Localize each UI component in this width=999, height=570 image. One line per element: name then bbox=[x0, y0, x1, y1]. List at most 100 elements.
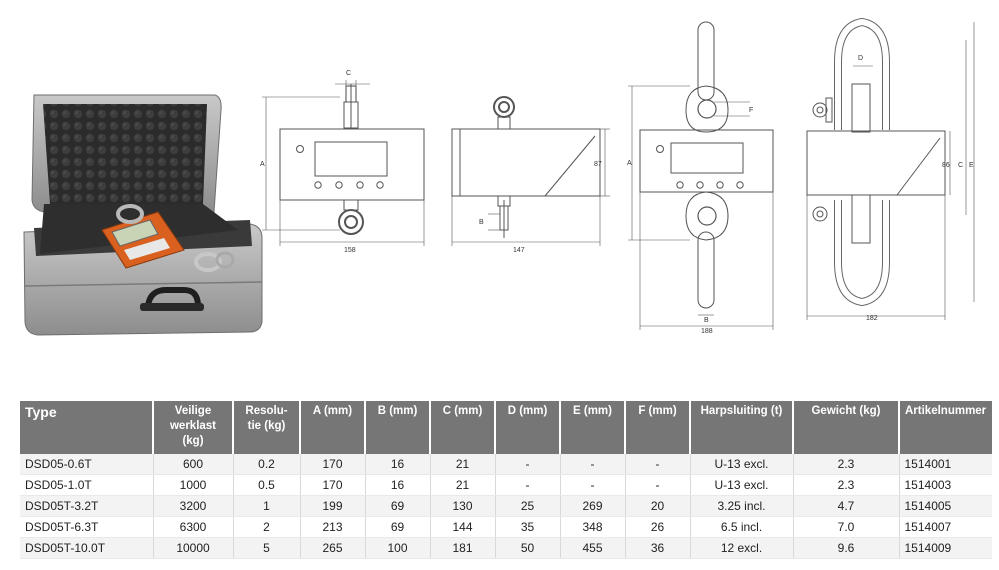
table-row: DSD05T-10.0T 10000 5 265 100 181 50 455 … bbox=[20, 537, 992, 559]
table-row: DSD05T-3.2T 3200 1 199 69 130 25 269 20 … bbox=[20, 495, 992, 517]
figures-svg: C A 158 B 147 87 bbox=[23, 17, 975, 336]
cell-shackle: U-13 excl. bbox=[690, 474, 794, 496]
cell-shackle: 12 excl. bbox=[690, 537, 794, 559]
table-row: DSD05T-6.3T 6300 2 213 69 144 35 348 26 … bbox=[20, 516, 992, 538]
dim-label-width-front: 158 bbox=[344, 247, 356, 254]
header-a: A (mm) bbox=[300, 401, 366, 454]
cell-b: 16 bbox=[365, 454, 431, 475]
cell-d: 35 bbox=[495, 516, 561, 538]
cell-a: 199 bbox=[300, 495, 366, 517]
cell-type: DSD05T-3.2T bbox=[20, 495, 154, 517]
cell-resolution: 0.5 bbox=[233, 474, 301, 496]
cell-type: DSD05-0.6T bbox=[20, 454, 154, 475]
cell-load: 1000 bbox=[153, 474, 234, 496]
cell-load: 6300 bbox=[153, 516, 234, 538]
product-figures: C A 158 B 147 87 bbox=[23, 17, 975, 336]
cell-e: 348 bbox=[560, 516, 626, 538]
specification-table: Type Veilige werklast (kg) Resolu- tie (… bbox=[20, 401, 992, 559]
cell-a: 213 bbox=[300, 516, 366, 538]
header-safe-working-load: Veilige werklast (kg) bbox=[153, 401, 234, 454]
cell-load: 10000 bbox=[153, 537, 234, 559]
carrying-case-photo bbox=[23, 94, 263, 336]
dim-label-height-shackle: 86 bbox=[942, 162, 950, 169]
cell-c: 21 bbox=[430, 454, 496, 475]
cell-weight: 2.3 bbox=[793, 454, 900, 475]
dim-label-c-front: C bbox=[346, 70, 351, 77]
cell-c: 181 bbox=[430, 537, 496, 559]
cell-f: - bbox=[625, 454, 691, 475]
cell-article-number: 1514003 bbox=[899, 474, 992, 496]
dim-label-width-shackle: 182 bbox=[866, 315, 878, 322]
cell-shackle: 6.5 incl. bbox=[690, 516, 794, 538]
cell-e: 269 bbox=[560, 495, 626, 517]
header-e: E (mm) bbox=[560, 401, 626, 454]
dim-label-c-shackle: C bbox=[958, 162, 963, 169]
table-row: DSD05-0.6T 600 0.2 170 16 21 - - - U-13 … bbox=[20, 454, 992, 475]
cell-article-number: 1514001 bbox=[899, 454, 992, 475]
dim-label-depth-side: 147 bbox=[513, 247, 525, 254]
cell-b: 16 bbox=[365, 474, 431, 496]
cell-c: 130 bbox=[430, 495, 496, 517]
header-type: Type bbox=[20, 401, 154, 454]
cell-load: 3200 bbox=[153, 495, 234, 517]
header-c: C (mm) bbox=[430, 401, 496, 454]
cell-f: 36 bbox=[625, 537, 691, 559]
drawing-front-eye-view bbox=[628, 21, 774, 330]
dim-label-b-eye: B bbox=[704, 317, 709, 324]
cell-resolution: 1 bbox=[233, 495, 301, 517]
cell-weight: 7.0 bbox=[793, 516, 900, 538]
cell-e: 455 bbox=[560, 537, 626, 559]
drawing-side-view bbox=[451, 96, 610, 246]
cell-article-number: 1514007 bbox=[899, 516, 992, 538]
cell-a: 170 bbox=[300, 454, 366, 475]
drawing-front-view bbox=[262, 80, 425, 246]
cell-d: 50 bbox=[495, 537, 561, 559]
cell-d: - bbox=[495, 454, 561, 475]
header-f: F (mm) bbox=[625, 401, 691, 454]
cell-d: - bbox=[495, 474, 561, 496]
cell-article-number: 1514009 bbox=[899, 537, 992, 559]
header-d: D (mm) bbox=[495, 401, 561, 454]
dim-label-f-eye: F bbox=[749, 107, 753, 114]
cell-b: 100 bbox=[365, 537, 431, 559]
cell-resolution: 5 bbox=[233, 537, 301, 559]
cell-b: 69 bbox=[365, 495, 431, 517]
header-b: B (mm) bbox=[365, 401, 431, 454]
dim-label-d-shackle: D bbox=[858, 55, 863, 62]
cell-a: 265 bbox=[300, 537, 366, 559]
cell-resolution: 2 bbox=[233, 516, 301, 538]
cell-f: 26 bbox=[625, 516, 691, 538]
cell-d: 25 bbox=[495, 495, 561, 517]
header-article-number: Artikelnummer bbox=[899, 401, 992, 454]
cell-f: 20 bbox=[625, 495, 691, 517]
cell-weight: 2.3 bbox=[793, 474, 900, 496]
cell-type: DSD05T-6.3T bbox=[20, 516, 154, 538]
weighing-device-photo bbox=[101, 211, 185, 269]
drawing-shackle-view bbox=[806, 17, 975, 320]
cell-f: - bbox=[625, 474, 691, 496]
dim-label-a-eye: A bbox=[627, 160, 632, 167]
cell-b: 69 bbox=[365, 516, 431, 538]
cell-a: 170 bbox=[300, 474, 366, 496]
cell-weight: 4.7 bbox=[793, 495, 900, 517]
cell-e: - bbox=[560, 474, 626, 496]
header-shackle: Harpsluiting (t) bbox=[690, 401, 794, 454]
cell-c: 21 bbox=[430, 474, 496, 496]
table-header-row: Type Veilige werklast (kg) Resolu- tie (… bbox=[20, 401, 992, 454]
cell-type: DSD05-1.0T bbox=[20, 474, 154, 496]
cell-c: 144 bbox=[430, 516, 496, 538]
cell-type: DSD05T-10.0T bbox=[20, 537, 154, 559]
cell-load: 600 bbox=[153, 454, 234, 475]
dim-label-height-side: 87 bbox=[594, 161, 602, 168]
dim-label-width-eye: 188 bbox=[701, 328, 713, 335]
cell-e: - bbox=[560, 454, 626, 475]
dim-label-b-side: B bbox=[479, 219, 484, 226]
cell-article-number: 1514005 bbox=[899, 495, 992, 517]
dim-label-e-shackle: E bbox=[969, 162, 974, 169]
cell-weight: 9.6 bbox=[793, 537, 900, 559]
header-resolution: Resolu- tie (kg) bbox=[233, 401, 301, 454]
cell-shackle: U-13 excl. bbox=[690, 454, 794, 475]
cell-shackle: 3.25 incl. bbox=[690, 495, 794, 517]
cell-resolution: 0.2 bbox=[233, 454, 301, 475]
header-weight: Gewicht (kg) bbox=[793, 401, 900, 454]
